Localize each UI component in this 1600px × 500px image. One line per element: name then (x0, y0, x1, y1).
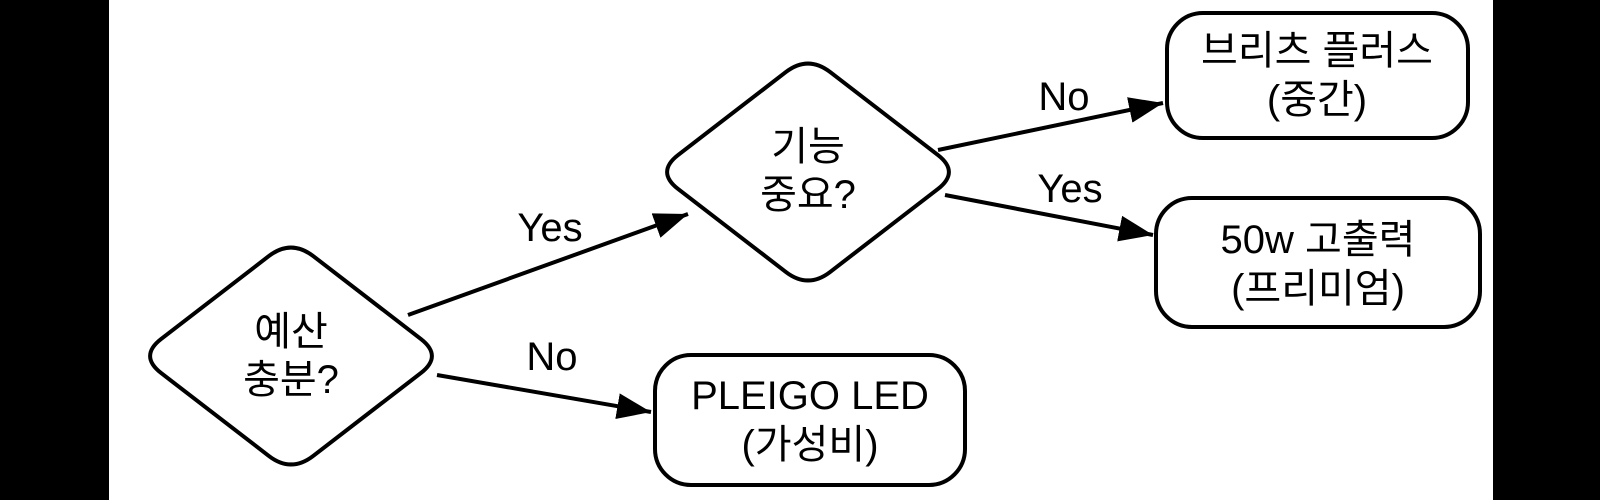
node-mid-option: 브리츠 플러스 (중간) (1165, 11, 1470, 140)
node-feature-decision: 기능 중요? (665, 61, 951, 283)
edge-feature-no-label: No (1038, 75, 1089, 119)
feature-decision-diamond (665, 61, 951, 283)
feature-decision-label-line2: 중요? (760, 173, 856, 217)
edge-feature-yes-label: Yes (1037, 167, 1102, 211)
premium-option-label-line2: (프리미엄) (1231, 267, 1405, 311)
feature-decision-label-line1: 기능 (771, 125, 845, 169)
edge-budget-yes-label: Yes (517, 206, 582, 250)
node-premium-option: 50w 고출력 (프리미엄) (1154, 196, 1482, 329)
edge-budget-yes-line (407, 212, 689, 317)
edge-feature-no-line (937, 97, 1164, 152)
edge-feature-yes-line (944, 193, 1154, 242)
edge-feature-yes: Yes (944, 167, 1154, 242)
budget-decision-label-line1: 예산 (254, 310, 328, 354)
node-budget-decision: 예산 충분? (148, 245, 434, 467)
value-option-label-line1: PLEIGO LED (691, 374, 929, 418)
edge-budget-no-line (436, 373, 652, 420)
mid-option-box (1165, 11, 1470, 140)
node-value-option: PLEIGO LED (가성비) (653, 353, 967, 487)
mid-option-label-line1: 브리츠 플러스 (1201, 29, 1433, 73)
premium-option-box (1154, 196, 1482, 329)
budget-decision-label-line2: 충분? (243, 358, 339, 402)
edge-budget-no-label: No (526, 335, 577, 379)
value-option-box (653, 353, 967, 487)
edge-budget-no: No (436, 335, 652, 420)
edge-feature-no: No (937, 75, 1164, 152)
value-option-label-line2: (가성비) (741, 423, 878, 467)
premium-option-label-line1: 50w 고출력 (1221, 218, 1416, 262)
budget-decision-diamond (148, 245, 434, 467)
edge-budget-yes: Yes (407, 206, 689, 317)
mid-option-label-line2: (중간) (1267, 78, 1367, 122)
